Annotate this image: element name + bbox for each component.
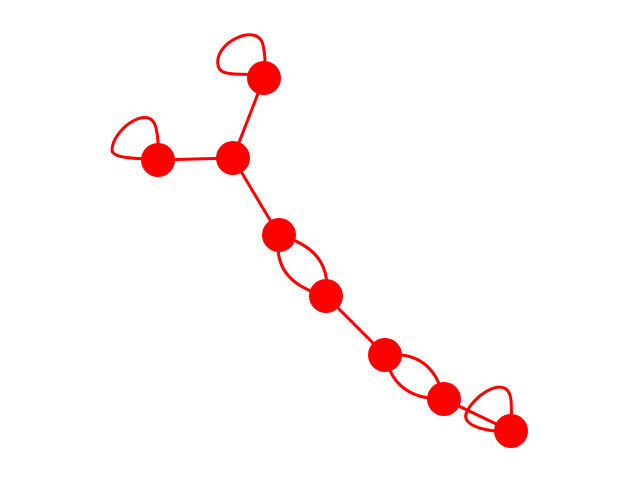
graph-node-n6 <box>368 338 402 372</box>
graph-node-n4 <box>262 218 296 252</box>
nodes-layer <box>141 61 528 448</box>
graph-node-n7 <box>427 382 461 416</box>
graph-node-n2 <box>141 143 175 177</box>
graph-node-n1 <box>247 61 281 95</box>
edges-layer <box>110 33 513 433</box>
graph-node-n5 <box>309 279 343 313</box>
graph-node-n8 <box>494 414 528 448</box>
graph-node-n3 <box>216 141 250 175</box>
